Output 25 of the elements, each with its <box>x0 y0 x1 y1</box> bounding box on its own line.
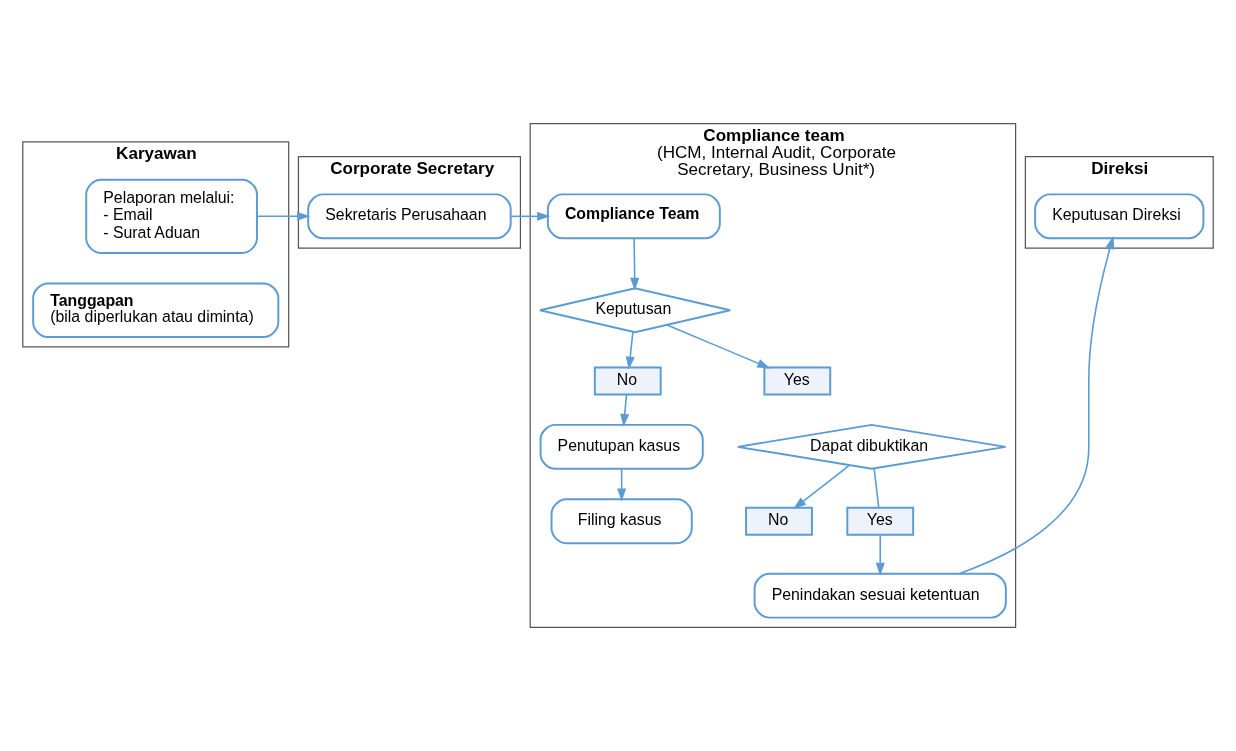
node-box: Penindakan sesuai ketentuan <box>753 572 1007 619</box>
connector <box>873 467 880 509</box>
node-box: Yes <box>846 506 915 536</box>
arrow <box>617 468 627 502</box>
arrow <box>625 331 635 370</box>
node-box: Filing kasus <box>550 498 693 545</box>
node-diamond: Dapat dibuktikan <box>736 423 1007 470</box>
node-box: No <box>593 366 662 396</box>
arrow <box>666 324 771 369</box>
node-diamond: Keputusan <box>539 287 732 334</box>
node-box: Pelaporan melalui: - Email - Surat Aduan <box>85 178 258 254</box>
arrow <box>630 237 640 291</box>
arrow <box>256 211 311 221</box>
node-box: Compliance Team <box>546 193 721 240</box>
node-box: Tanggapan (bila diperlukan atau diminta) <box>32 282 280 339</box>
arrow <box>958 236 1115 575</box>
node-box: Sekretaris Perusahaan <box>307 193 512 240</box>
node-box: Penutupan kasus <box>539 423 704 470</box>
arrow <box>875 533 885 576</box>
node-box: No <box>745 506 813 536</box>
arrow <box>793 464 851 509</box>
arrow <box>620 393 630 427</box>
node-box: Keputusan Direksi <box>1034 193 1205 240</box>
node-box: Yes <box>763 366 832 396</box>
arrow <box>509 211 551 221</box>
